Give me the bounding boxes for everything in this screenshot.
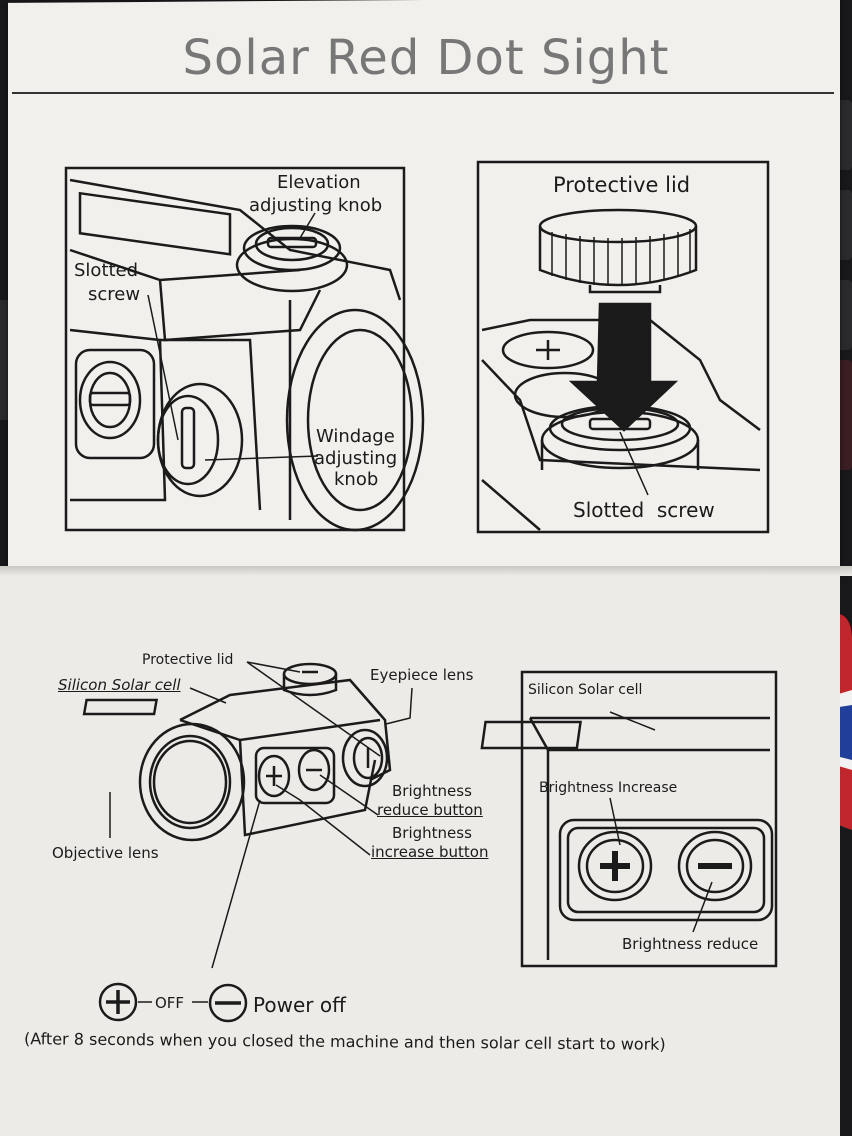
label-brightness-increase-right: Brightness Increase (539, 780, 678, 796)
plus-circle-icon (100, 984, 136, 1020)
title-divider (12, 92, 834, 94)
page-fold (0, 566, 852, 576)
page-title: Solar Red Dot Sight (182, 30, 670, 86)
label-brightness-increase-2: increase button (371, 843, 489, 861)
label-solar-cell-right: Silicon Solar cell (528, 682, 643, 698)
label-windage: Windage (316, 426, 395, 447)
label-objective-lens: Objective lens (52, 844, 159, 862)
panel-brightness-buttons (480, 670, 778, 968)
label-elevation-knob: adjusting knob (249, 195, 383, 216)
panel-protective-lid (476, 160, 770, 534)
label-protective-lid: Protective lid (553, 173, 691, 197)
label-slotted: Slotted (74, 260, 139, 281)
label-windage-adjusting: adjusting (314, 448, 398, 469)
label-slotted-screw-right: Slotted screw (573, 498, 715, 522)
label-brightness-reduce-2: reduce button (377, 801, 483, 819)
label-elevation: Elevation (277, 172, 361, 193)
label-off: OFF (155, 994, 185, 1012)
label-eyepiece-lens: Eyepiece lens (370, 666, 474, 684)
panel-elevation-windage (64, 166, 425, 532)
label-silicon-solar-cell: Silicon Solar cell (58, 676, 181, 694)
label-windage-knob: knob (334, 469, 379, 490)
label-brightness-increase-1: Brightness (392, 824, 472, 842)
label-brightness-reduce-right: Brightness reduce (622, 935, 759, 953)
minus-circle-icon (210, 985, 246, 1021)
label-protective-lid-bottom: Protective lid (142, 652, 234, 668)
label-power-off: Power off (253, 993, 346, 1017)
label-slotted-screw: screw (88, 284, 141, 305)
power-row (98, 982, 248, 1023)
manual-page-bottom (0, 568, 840, 1136)
diagram-side-view (82, 661, 413, 969)
label-brightness-reduce-1: Brightness (392, 782, 472, 800)
